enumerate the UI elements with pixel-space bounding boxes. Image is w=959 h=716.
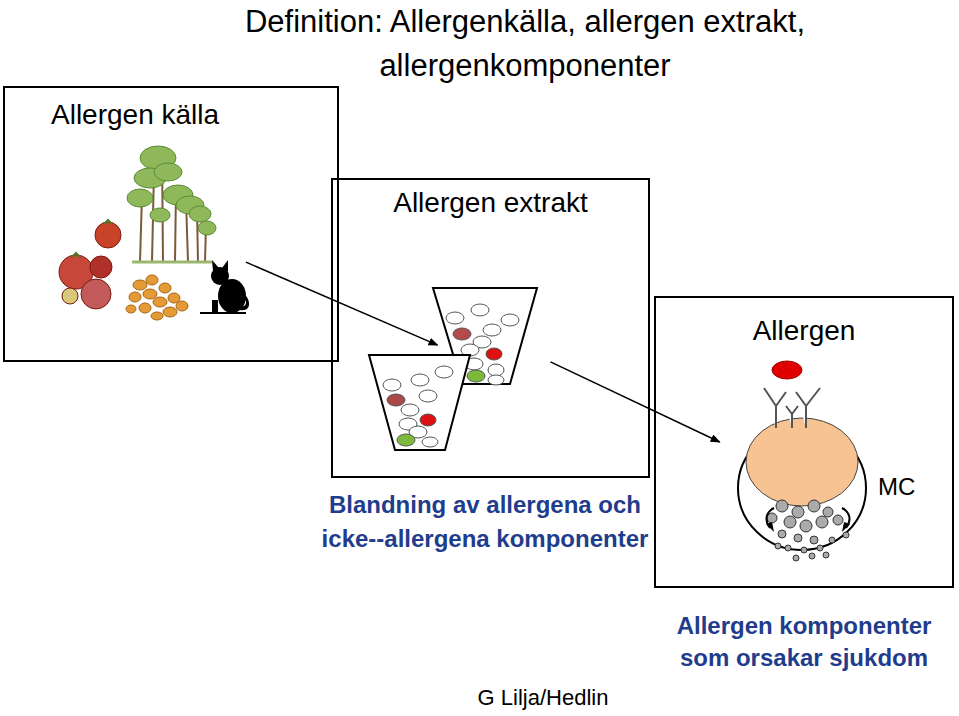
- extract-cups: [369, 288, 537, 450]
- cell-label: MC: [878, 472, 938, 502]
- diagram-title: Definition: Allergenkälla, allergen extr…: [150, 0, 900, 88]
- peanuts: [126, 275, 188, 320]
- caption-text: Blandning av allergena och icke--allerge…: [318, 488, 652, 556]
- author-credit: G Lilja/Hedlin: [450, 684, 636, 712]
- caption-text: Allergen komponenter som orsakar sjukdom: [652, 610, 956, 674]
- mast-cell: [738, 361, 866, 561]
- box-heading: Allergen: [664, 314, 944, 348]
- definition-box: Allergen källa: [3, 86, 339, 362]
- fruits: [59, 220, 121, 309]
- box-heading: Allergen extrakt: [341, 186, 640, 220]
- definition-box: Allergen: [654, 296, 954, 588]
- cat-silhouette: [200, 260, 249, 314]
- arrow-connector: [550, 362, 719, 442]
- arrow-connector: [246, 262, 438, 345]
- definition-box: Allergen extrakt: [331, 178, 650, 478]
- box-heading: Allergen källa: [51, 98, 329, 132]
- trees: [127, 146, 216, 262]
